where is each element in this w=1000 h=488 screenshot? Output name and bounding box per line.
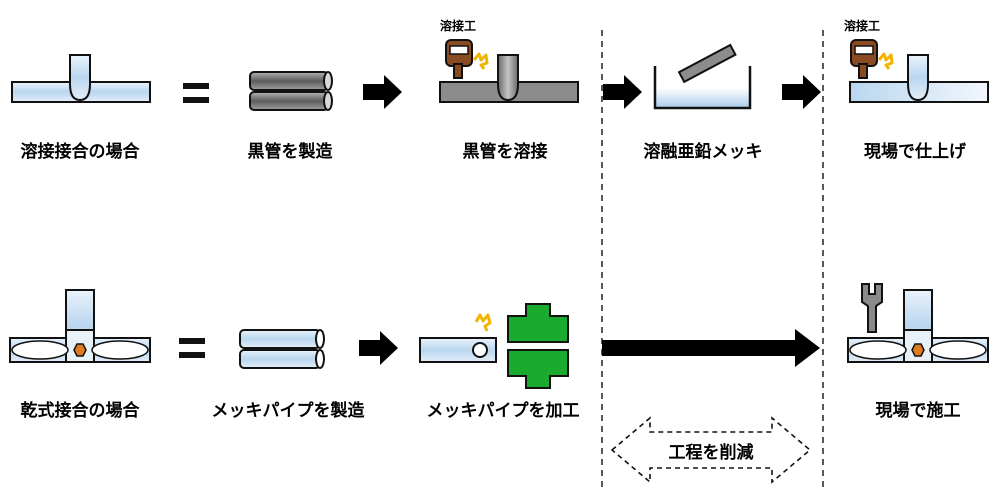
make-black-pipe-label: 黒管を製造 — [248, 141, 334, 162]
assembled-dry-joint-icon — [847, 289, 989, 363]
welder-tag-label: 溶接工 — [440, 18, 476, 33]
welding-black-pipe-icon — [439, 54, 579, 103]
weld-black-pipe-label: 黒管を溶接 — [463, 141, 548, 162]
arrow-icon — [359, 331, 398, 365]
dry-t-joint-icon — [9, 289, 151, 363]
spark-icon — [474, 313, 492, 332]
galvanizing-bath-icon — [653, 43, 752, 110]
long-arrow-icon — [602, 329, 820, 367]
processed-pipe-icon — [419, 337, 497, 363]
arrow-icon — [603, 75, 642, 109]
welded-joint-label: 溶接接合の場合 — [21, 141, 141, 162]
process-reduction-label: 工程を削減 — [669, 442, 754, 463]
wrench-icon — [861, 283, 883, 333]
finished-welded-joint-icon — [849, 54, 989, 103]
spark-icon — [472, 52, 489, 70]
spark-icon — [877, 52, 894, 70]
process-reduction-arrow-icon — [610, 416, 812, 484]
equals-sign-icon — [183, 83, 209, 103]
green-fitting-icon — [507, 303, 569, 389]
equals-sign-icon — [179, 338, 205, 358]
welder-mask-icon — [850, 39, 878, 79]
finish-on-site-label: 現場で仕上げ — [864, 141, 967, 162]
welded-t-joint-icon — [11, 54, 151, 103]
black-pipes-icon — [249, 71, 333, 111]
arrow-icon — [782, 75, 821, 109]
plated-pipes-icon — [239, 329, 325, 369]
dry-joint-label: 乾式接合の場合 — [21, 400, 141, 421]
process-plated-pipe-label: メッキパイプを加工 — [427, 400, 580, 421]
construct-on-site-label: 現場で施工 — [876, 400, 961, 421]
arrow-icon — [363, 75, 402, 109]
welder-tag-label: 溶接工 — [844, 18, 880, 33]
hot-dip-galvanize-label: 溶融亜鉛メッキ — [644, 141, 763, 162]
make-plated-pipe-label: メッキパイプを製造 — [212, 400, 366, 421]
welder-mask-icon — [445, 39, 473, 79]
